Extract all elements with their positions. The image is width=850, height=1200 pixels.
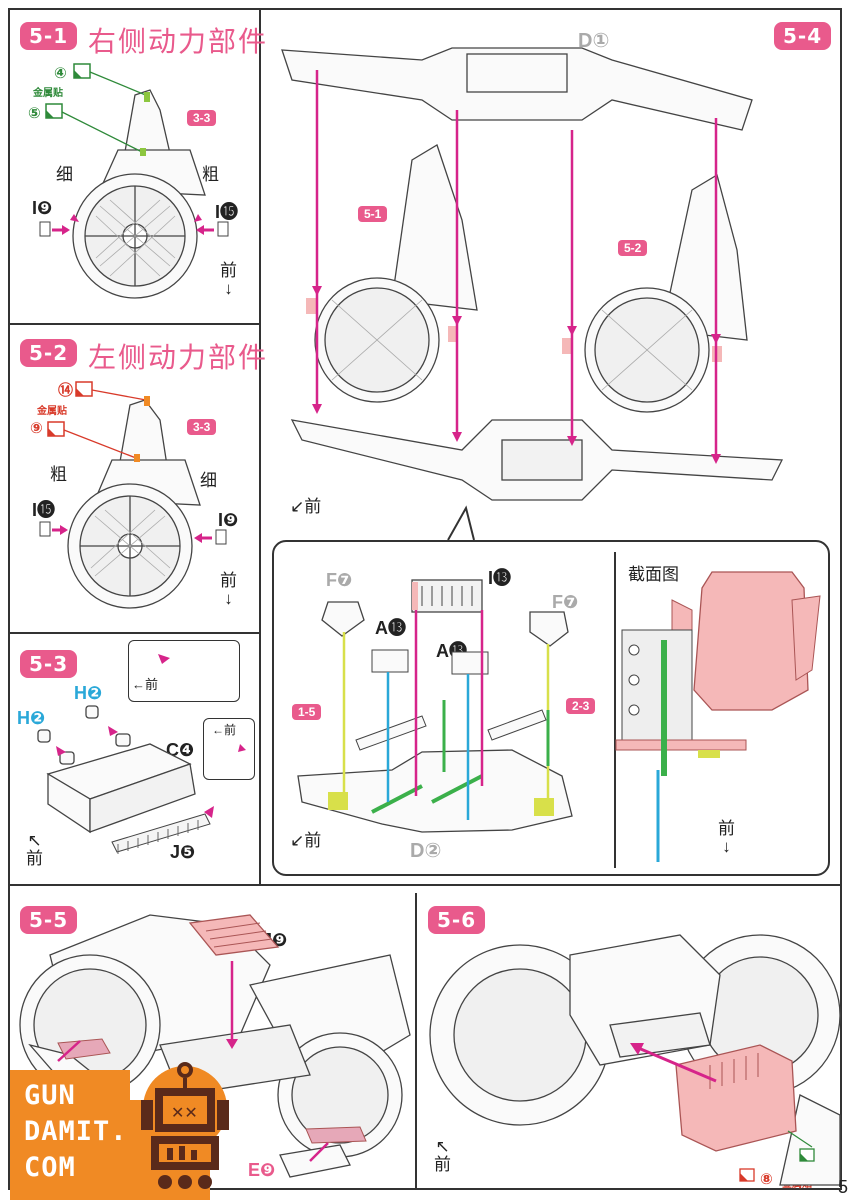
ref-tag-3-3-b: 3-3 xyxy=(187,419,217,435)
page-number: 5 xyxy=(837,1177,848,1197)
detail-drawing xyxy=(297,571,821,862)
divider-51-52 xyxy=(8,323,260,325)
sticker-caption-metal: 金属贴 xyxy=(33,88,63,99)
section-title: 截面图 xyxy=(628,565,679,584)
part-label-h2-b: H❷ xyxy=(17,708,46,728)
part-label-i9: I❾ xyxy=(32,198,53,218)
sticker-number-5: ⑤ xyxy=(28,105,41,122)
engine-left-drawing xyxy=(39,381,227,609)
part-label-d1: D① xyxy=(578,30,610,52)
part-label-a13-a: A⓭ xyxy=(375,618,406,638)
part-label-f7-b: F❼ xyxy=(552,592,579,612)
part-label-e9: E❾ xyxy=(248,1160,276,1180)
part-label-f7-a: F❼ xyxy=(326,570,353,590)
front-arrow-label-4: ↙前 xyxy=(290,497,322,516)
ref-tag-1-5: 1-5 xyxy=(292,704,322,720)
logo-line-3: COM xyxy=(24,1152,76,1183)
detail-inner-divider xyxy=(614,552,616,868)
logo-line-2: DAMIT. xyxy=(24,1116,128,1147)
divider-52-53 xyxy=(8,632,260,634)
logo-line-1: GUN xyxy=(24,1080,76,1111)
step-tag-5-5: 5-5 xyxy=(20,906,78,934)
ref-tag-2-3: 2-3 xyxy=(566,698,596,714)
front-arrow-label-3: ↖前 xyxy=(26,831,43,868)
step-title-5-2: 左侧动力部件 xyxy=(88,341,269,374)
divider-horizontal-bottom xyxy=(8,884,842,886)
front-arrow-label-5: ↙前 xyxy=(290,831,322,850)
sticker-number-9: ⑨ xyxy=(30,420,43,437)
page-frame xyxy=(8,8,842,1190)
thin-label: 细 xyxy=(56,165,73,184)
step-title-5-1: 右侧动力部件 xyxy=(88,25,269,58)
step-tag-5-4: 5-4 xyxy=(774,22,832,50)
inset-detail-top xyxy=(128,640,240,702)
robot-mascot-icon: ✕✕ xyxy=(141,1062,229,1189)
front-arrow-label-2: 前↓ xyxy=(220,571,237,608)
engine-right-drawing xyxy=(39,63,229,299)
part-label-h2-a: H❷ xyxy=(74,683,103,703)
part-label-j5: J❺ xyxy=(170,842,196,862)
sticker-number-4: ④ xyxy=(54,65,67,82)
front-arrow-label-7: ↖前 xyxy=(434,1137,451,1174)
front-arrow-label-6: 前↓ xyxy=(718,819,735,856)
sub-tag-5-1: 5-1 xyxy=(358,206,388,222)
sticker-caption-metal-2: 金属贴 xyxy=(37,406,67,417)
part-label-i13: I⓭ xyxy=(488,568,512,588)
step-tag-5-3: 5-3 xyxy=(20,650,78,678)
main-assembly-drawing xyxy=(281,47,784,541)
thick-label: 粗 xyxy=(202,165,219,184)
sub-tag-5-2: 5-2 xyxy=(618,240,648,256)
intake-assembly-drawing xyxy=(37,654,246,854)
svg-text:✕✕: ✕✕ xyxy=(171,1103,198,1122)
part-label-d2: D② xyxy=(410,840,442,862)
divider-55-56 xyxy=(415,893,417,1190)
inset-detail-side xyxy=(203,718,255,780)
thick-label-2: 粗 xyxy=(50,465,67,484)
part-label-i9-b: I❾ xyxy=(218,510,239,530)
sticker-number-14: ⑭ xyxy=(58,382,74,399)
inset-front-label-2: ←前 xyxy=(212,723,237,737)
step-tag-5-1: 5-1 xyxy=(20,22,78,50)
part-label-i15: I⓯ xyxy=(215,202,239,222)
step-tag-5-2: 5-2 xyxy=(20,339,78,367)
thin-label-2: 细 xyxy=(200,471,217,490)
part-label-i15-b: I⓯ xyxy=(32,500,56,520)
gundamit-logo: ✕✕ GUN DAMIT. COM xyxy=(10,1060,229,1200)
inset-front-label-1: ←前 xyxy=(132,677,159,692)
ref-tag-3-3: 3-3 xyxy=(187,110,217,126)
sticker-number-8: ⑧ xyxy=(760,1171,773,1188)
divider-left-vertical xyxy=(259,8,261,884)
step-5-6-drawing xyxy=(429,934,841,1186)
front-arrow-label: 前↓ xyxy=(220,261,237,298)
step-tag-5-6: 5-6 xyxy=(428,906,486,934)
